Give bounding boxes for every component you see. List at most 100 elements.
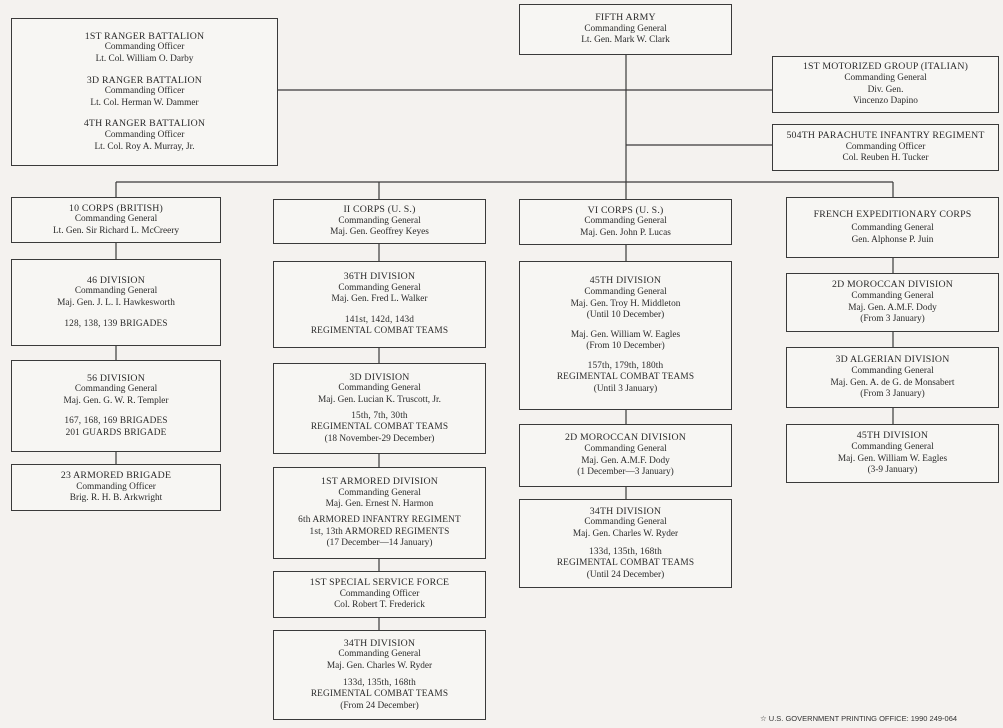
unit-title: 2D MOROCCAN DIVISION	[831, 279, 954, 291]
unit-title: II CORPS (U. S.)	[343, 204, 416, 216]
unit-title: 1ST RANGER BATTALION	[84, 30, 205, 42]
unit-role: Commanding General	[338, 215, 421, 226]
unit-title: 46 DIVISION	[87, 274, 145, 286]
unit-subunits: REGIMENTAL COMBAT TEAMS	[556, 558, 695, 569]
unit-subunits: 128, 138, 139 BRIGADES	[64, 318, 168, 329]
unit-subunits: 157th, 179th, 180th	[587, 360, 664, 371]
unit-title: 1ST ARMORED DIVISION	[320, 476, 439, 488]
unit-dates: (17 December—14 January)	[326, 538, 433, 549]
unit-title: FRENCH EXPEDITIONARY CORPS	[813, 208, 972, 220]
unit-role: Commanding Officer	[104, 86, 185, 97]
unit-role: Commanding General	[338, 383, 421, 394]
unit-role: Commanding General	[851, 441, 934, 452]
printing-office-footer: ☆ U.S. GOVERNMENT PRINTING OFFICE: 1990 …	[760, 714, 958, 723]
unit-title: 34TH DIVISION	[343, 637, 416, 649]
parachute-regiment-box: 504TH PARACHUTE INFANTRY REGIMENT Comman…	[772, 124, 999, 171]
unit-subunits: 6th ARMORED INFANTRY REGIMENT	[298, 515, 461, 525]
unit-dates: (3-9 January)	[867, 465, 918, 476]
unit-title: 10 CORPS (BRITISH)	[69, 202, 163, 214]
unit-commander: Lt. Col. Roy A. Murray, Jr.	[94, 141, 195, 152]
unit-subunits: 141st, 142d, 143d	[344, 314, 415, 325]
unit-title: 3D DIVISION	[349, 371, 410, 383]
unit-role: Commanding Officer	[104, 129, 185, 140]
36th-division-box: 36TH DIVISION Commanding General Maj. Ge…	[273, 261, 486, 348]
unit-commander: Lt. Gen. Mark W. Clark	[581, 35, 670, 46]
unit-title: 45TH DIVISION	[856, 430, 929, 442]
unit-commander: Maj. Gen. Troy H. Middleton	[570, 298, 681, 309]
ranger-battalions-box: 1ST RANGER BATTALION Commanding Officer …	[11, 18, 278, 166]
unit-commander: Maj. Gen. Charles W. Ryder	[572, 528, 679, 539]
10-corps-box: 10 CORPS (BRITISH) Commanding General Lt…	[11, 197, 221, 243]
unit-title: 2D MOROCCAN DIVISION	[564, 432, 687, 444]
unit-role: Commanding General	[851, 365, 934, 376]
unit-dates: (1 December—3 January)	[577, 467, 674, 478]
unit-role: Commanding General	[584, 23, 667, 34]
unit-role: Commanding General	[584, 216, 667, 227]
unit-role: Commanding General	[338, 487, 421, 498]
unit-commander: Lt. Col. Herman W. Dammer	[90, 97, 199, 108]
unit-commander: Col. Robert T. Frederick	[334, 600, 425, 611]
unit-commander: Maj. Gen. Geoffrey Keyes	[330, 227, 429, 238]
unit-commander: Lt. Col. William O. Darby	[95, 54, 194, 65]
unit-role: Commanding General	[844, 72, 927, 83]
34th-division-ii-corps-box: 34TH DIVISION Commanding General Maj. Ge…	[273, 630, 486, 720]
unit-role: Commanding General	[74, 286, 158, 297]
unit-role: Commanding Officer	[76, 481, 156, 492]
unit-commander: Maj. Gen. Ernest N. Harmon	[325, 499, 434, 510]
unit-title: VI CORPS (U. S.)	[587, 204, 664, 216]
fifth-army-box: FIFTH ARMY Commanding General Lt. Gen. M…	[519, 4, 732, 55]
unit-commander: Maj. Gen. William W. Eagles	[837, 453, 948, 464]
unit-title: 4TH RANGER BATTALION	[83, 118, 206, 130]
unit-title: 36TH DIVISION	[343, 271, 416, 283]
unit-dates: (Until 10 December)	[586, 310, 665, 321]
unit-commander: Maj. Gen. Charles W. Ryder	[326, 660, 433, 671]
unit-dates: (Until 3 January)	[593, 384, 658, 395]
unit-title: 3D ALGERIAN DIVISION	[835, 354, 950, 366]
unit-role: Commanding Officer	[845, 141, 926, 152]
46-division-box: 46 DIVISION Commanding General Maj. Gen.…	[11, 259, 221, 346]
unit-subunits: REGIMENTAL COMBAT TEAMS	[310, 689, 449, 700]
2d-moroccan-division-french-box: 2D MOROCCAN DIVISION Commanding General …	[786, 273, 999, 332]
unit-role: Commanding General	[74, 214, 158, 225]
23-armored-brigade-box: 23 ARMORED BRIGADE Commanding Officer Br…	[11, 464, 221, 511]
unit-commander: Maj. Gen. A.M.F. Dody	[581, 455, 670, 466]
unit-subunits: REGIMENTAL COMBAT TEAMS	[310, 422, 449, 433]
unit-title: 1ST SPECIAL SERVICE FORCE	[309, 577, 450, 589]
unit-dates: (From 3 January)	[860, 314, 925, 325]
unit-commander: Maj. Gen. J. L. I. Hawkesworth	[57, 298, 175, 308]
45th-division-french-box: 45TH DIVISION Commanding General Maj. Ge…	[786, 424, 999, 483]
unit-subunits: 201 GUARDS BRIGADE	[65, 427, 167, 438]
unit-role: Commanding General	[851, 290, 934, 301]
unit-title: 23 ARMORED BRIGADE	[60, 470, 172, 482]
unit-commander: Maj. Gen. A.M.F. Dody	[848, 302, 937, 313]
unit-commander: Col. Reuben H. Tucker	[842, 153, 929, 164]
unit-role: Commanding Officer	[104, 42, 185, 53]
unit-role: Commanding General	[584, 286, 667, 297]
unit-commander: Gen. Alphonse P. Juin	[851, 234, 934, 245]
unit-role: Commanding General	[338, 649, 421, 660]
unit-dates: (Until 24 December)	[586, 569, 665, 580]
unit-role: Commanding General	[74, 384, 158, 395]
ii-corps-box: II CORPS (U. S.) Commanding General Maj.…	[273, 199, 486, 244]
vi-corps-box: VI CORPS (U. S.) Commanding General Maj.…	[519, 199, 732, 245]
unit-subunits: REGIMENTAL COMBAT TEAMS	[310, 326, 449, 337]
unit-title: 3D RANGER BATTALION	[86, 74, 203, 86]
unit-subunits: 133d, 135th, 168th	[589, 546, 662, 557]
unit-role: Commanding General	[584, 517, 667, 528]
unit-role: Commanding General	[338, 282, 421, 293]
unit-title: 45TH DIVISION	[589, 275, 662, 287]
unit-commander: Maj. Gen. John P. Lucas	[580, 227, 671, 238]
3d-division-box: 3D DIVISION Commanding General Maj. Gen.…	[273, 363, 486, 454]
2d-moroccan-division-vi-corps-box: 2D MOROCCAN DIVISION Commanding General …	[519, 424, 732, 487]
unit-commander: Maj. Gen. G. W. R. Templer	[63, 395, 169, 406]
unit-title: 56 DIVISION	[87, 372, 145, 384]
56-division-box: 56 DIVISION Commanding General Maj. Gen.…	[11, 360, 221, 452]
34th-division-vi-corps-box: 34TH DIVISION Commanding General Maj. Ge…	[519, 499, 732, 588]
unit-title: 34TH DIVISION	[589, 505, 662, 517]
unit-role: Commanding General	[584, 443, 667, 454]
unit-commander: Maj. Gen. Lucian K. Truscott, Jr.	[318, 394, 441, 405]
unit-commander: Brig. R. H. B. Arkwright	[69, 493, 163, 504]
unit-commander: Maj. Gen. A. de G. de Monsabert	[830, 377, 955, 388]
unit-dates: (From 24 December)	[340, 700, 419, 711]
